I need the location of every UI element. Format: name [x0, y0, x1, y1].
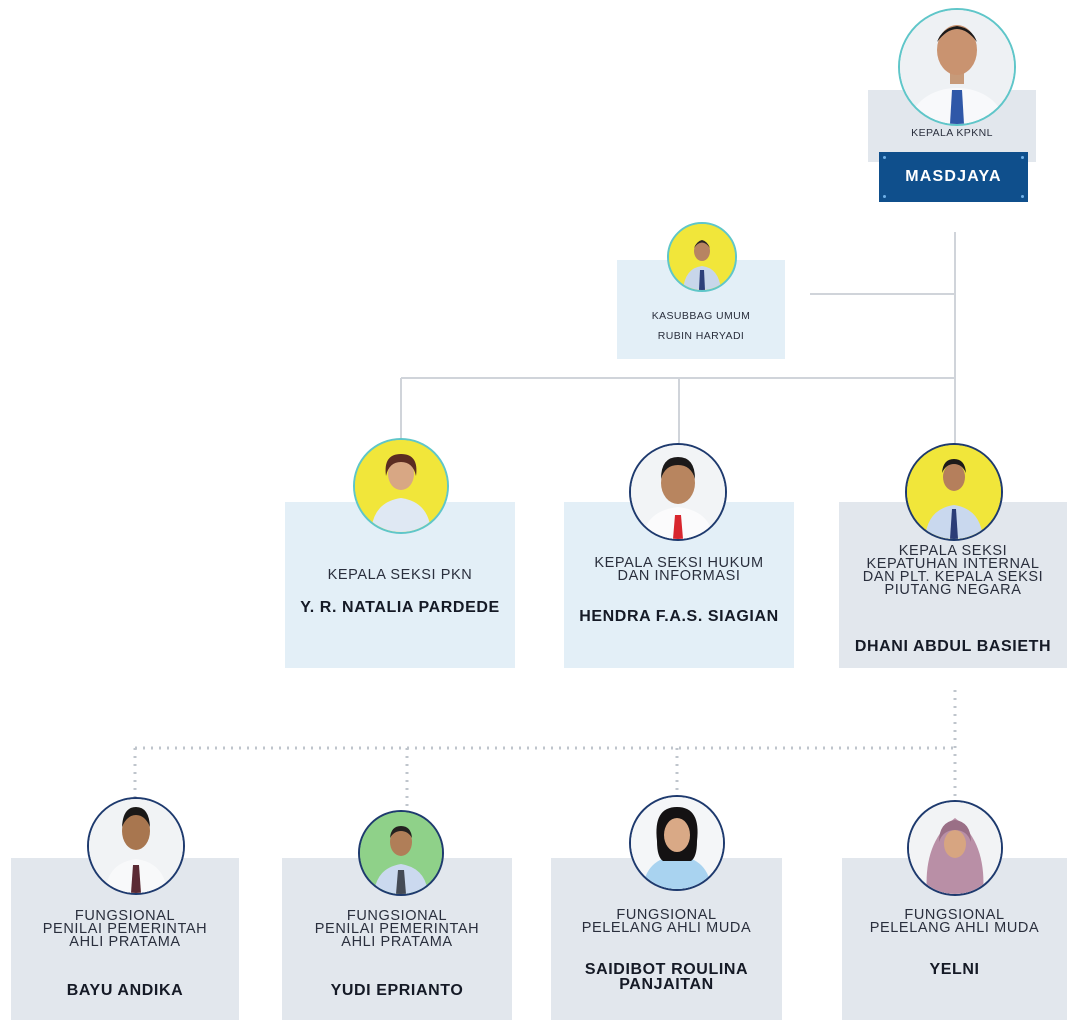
- staff-name-2: YUDI EPRIANTO: [330, 982, 464, 999]
- section-avatar-3: [905, 443, 1003, 541]
- staff-title-4: FUNGSIONAL PELELANG AHLI MUDA: [869, 907, 1040, 936]
- staff-avatar-2: [358, 810, 444, 896]
- staff-name-4: YELNI: [929, 961, 980, 978]
- staff-avatar-3: [629, 795, 725, 891]
- section-title-2: KEPALA SEKSI HUKUM DAN INFORMASI: [594, 555, 764, 584]
- section-avatar-1: [353, 438, 449, 534]
- person-photo-icon: [907, 445, 1001, 539]
- staff-name-1: BAYU ANDIKA: [66, 982, 184, 999]
- staff-name-3: SAIDIBOT ROULINA PANJAITAN: [584, 961, 749, 993]
- section-name-1: Y. R. NATALIA PARDEDE: [300, 599, 500, 616]
- section-title-1: KEPALA SEKSI PKN: [327, 567, 473, 583]
- staff-avatar-4: [907, 800, 1003, 896]
- section-title-3: KEPALA SEKSI KEPATUHAN INTERNAL DAN PLT.…: [862, 543, 1044, 598]
- person-photo-icon: [360, 812, 442, 894]
- person-photo-icon: [631, 797, 723, 889]
- section-name-2: HENDRA F.A.S. SIAGIAN: [579, 608, 779, 625]
- staff-title-2: FUNGSIONAL PENILAI PEMERINTAH AHLI PRATA…: [314, 908, 480, 950]
- person-photo-icon: [631, 445, 725, 539]
- person-photo-icon: [355, 440, 447, 532]
- head-name: MASDJAYA: [905, 168, 1002, 185]
- secretary-title: KASUBBAG UMUM: [651, 310, 751, 322]
- staff-title-3: FUNGSIONAL PELELANG AHLI MUDA: [581, 907, 752, 936]
- section-name-3: DHANI ABDUL BASIETH: [854, 638, 1052, 655]
- secretary-avatar: [667, 222, 737, 292]
- head-avatar: [898, 8, 1016, 126]
- head-name-banner: MASDJAYA: [879, 152, 1028, 202]
- head-title: KEPALA KPKNL: [911, 127, 993, 139]
- person-photo-icon: [909, 802, 1001, 894]
- staff-title-1: FUNGSIONAL PENILAI PEMERINTAH AHLI PRATA…: [42, 908, 208, 950]
- person-photo-icon: [89, 799, 183, 893]
- secretary-name: RUBIN HARYADI: [657, 330, 745, 342]
- section-avatar-2: [629, 443, 727, 541]
- person-photo-icon: [900, 10, 1014, 124]
- staff-avatar-1: [87, 797, 185, 895]
- person-photo-icon: [669, 224, 735, 290]
